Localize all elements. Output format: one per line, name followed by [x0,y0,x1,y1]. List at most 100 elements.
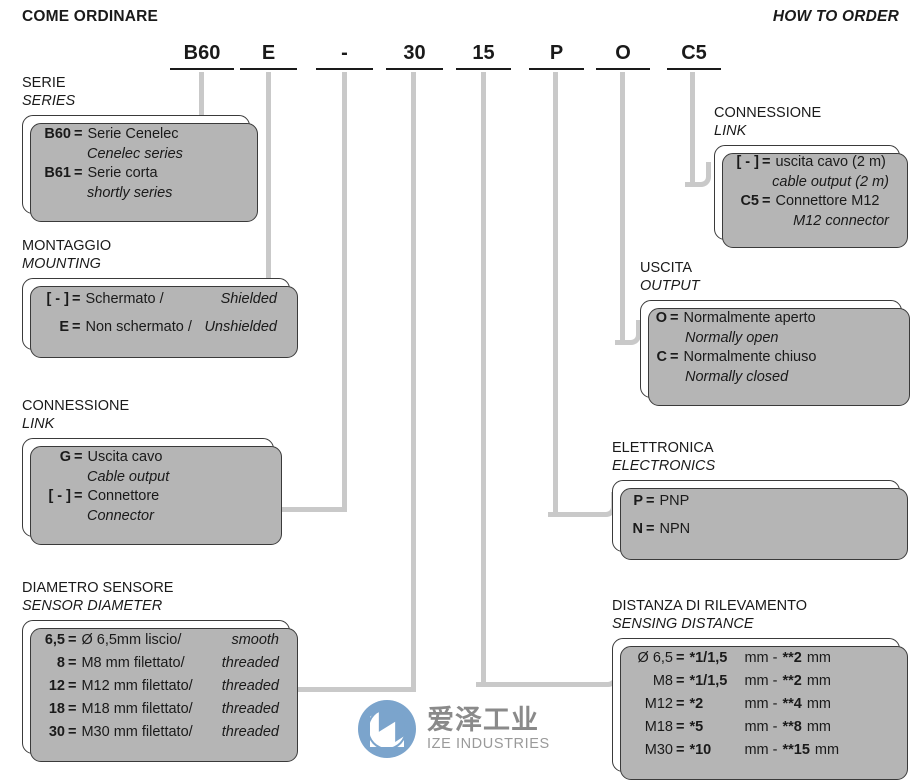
option-equals: = [676,650,685,666]
section-distanza-box: Ø 6,5 = *1/1,5 mm - **2 mm M8 = *1/1,5 m… [612,638,908,780]
option-value-it: Normalmente aperto [683,310,816,326]
option-key: M18 [644,719,673,735]
section-connessione-left: CONNESSIONE LINK G = Uscita cavo Cable o… [22,398,282,545]
option-unit: mm [806,673,832,689]
section-montaggio: MONTAGGIO MOUNTING [ - ] = Schermato / S… [22,238,298,358]
code-cell-electronics: P [529,42,584,70]
option-far-range: **2 [782,650,802,666]
section-uscita-title-it: USCITA [640,260,693,276]
option-equals: = [676,696,685,712]
section-elettronica-caption: ELETTRONICA ELECTRONICS [612,440,900,475]
code-cell-series: B60 [170,42,234,70]
option-unit: mm [806,696,832,712]
section-serie-title-it: SERIE [22,75,66,91]
option-value-en: Normally open [685,329,779,346]
leader-line-output [620,72,625,340]
section-serie-box: B60 = Serie Cenelec Cenelec series B61 =… [22,115,258,222]
section-elettronica-title-it: ELETTRONICA [612,440,714,456]
list-item: M30 = *10 mm - **15 mm [623,739,889,762]
option-value-it: Uscita cavo [87,449,163,465]
list-item: M18 = *5 mm - **8 mm [623,716,889,739]
option-value-it: M12 mm filettato/ [81,678,193,694]
option-equals: = [74,126,83,142]
option-near-range: *5 [689,719,704,735]
section-diametro-sensore-caption: DIAMETRO SENSORE SENSOR DIAMETER [22,580,290,615]
option-value-en: threaded [221,655,279,671]
code-cell-link-left: - [316,42,373,70]
leader-elbow-sensing-distance [476,662,618,687]
list-item: M8 = *1/1,5 mm - **2 mm [623,670,889,693]
option-equals: = [670,349,679,365]
list-item: B60 = Serie Cenelec [35,125,237,145]
option-equals: = [74,488,83,504]
leader-elbow-output [615,320,641,345]
option-value-it: Connettore M12 [775,193,880,209]
option-value-it: Serie Cenelec [87,126,179,142]
list-item: O = Normalmente aperto [653,309,889,329]
option-equals: = [68,632,77,648]
section-diametro-sensore-box: 6,5 = Ø 6,5mm liscio/ smooth 8 = M8 mm f… [22,620,298,762]
list-item: C5 = Connettore M12 [725,192,889,212]
watermark-company-en: IZE INDUSTRIES [427,736,550,752]
option-key: G [59,449,71,465]
option-key: M8 [652,673,673,689]
option-equals: = [74,165,83,181]
section-uscita-caption: USCITA OUTPUT [640,260,902,295]
section-diametro-sensore-title-en: SENSOR DIAMETER [22,597,163,614]
code-cell-sensing-distance: 15 [456,42,511,70]
section-distanza: DISTANZA DI RILEVAMENTO SENSING DISTANCE… [612,598,908,780]
section-diametro-sensore: DIAMETRO SENSORE SENSOR DIAMETER 6,5 = Ø… [22,580,298,762]
list-item: 18 = M18 mm filettato/ threaded [33,698,279,721]
section-connessione-right: CONNESSIONE LINK [ - ] = uscita cavo (2 … [714,105,908,248]
option-equals: = [68,724,77,740]
option-equals: = [762,193,771,209]
list-item: 6,5 = Ø 6,5mm liscio/ smooth [33,629,279,652]
section-connessione-left-title-it: CONNESSIONE [22,398,130,414]
option-value-it: uscita cavo (2 m) [775,154,886,170]
option-key: C [656,349,667,365]
option-value-en: M12 connector [793,212,889,229]
list-item: [ - ] = Schermato / Shielded [35,290,277,310]
option-value-en: threaded [221,701,279,717]
list-item: [ - ] = uscita cavo (2 m) [725,153,889,173]
section-uscita: USCITA OUTPUT O = Normalmente aperto Nor… [640,260,910,406]
list-item: B61 = Serie corta [35,164,237,184]
option-unit: mm - [744,696,778,712]
list-item: Ø 6,5 = *1/1,5 mm - **2 mm [623,647,889,670]
option-equals: = [68,678,77,694]
watermark-company-cn: 爱泽工业 [427,705,539,735]
option-equals: = [74,449,83,465]
leader-line-sensor-diameter [411,72,416,687]
option-near-range: *10 [689,742,712,758]
option-near-range: *1/1,5 [689,673,728,689]
option-value-it: Schermato / [85,291,164,307]
option-value-it: M30 mm filettato/ [81,724,193,740]
option-key: 6,5 [44,632,65,648]
option-value-en: shortly series [87,184,173,201]
option-equals: = [676,673,685,689]
option-value-en: threaded [221,724,279,740]
section-distanza-title-it: DISTANZA DI RILEVAMENTO [612,598,807,614]
option-unit: mm - [744,650,778,666]
option-key: N [632,520,643,537]
section-elettronica-box: P = PNP N = NPN [612,480,908,560]
option-unit: mm [814,742,840,758]
option-equals: = [670,310,679,326]
code-cell-output: O [596,42,650,70]
option-key: B61 [44,165,71,181]
option-unit: mm - [744,742,778,758]
section-distanza-title-en: SENSING DISTANCE [612,615,754,632]
leader-elbow-electronics [548,492,616,517]
section-serie-title-en: SERIES [22,92,76,109]
option-value-it: NPN [659,520,691,537]
list-item: 8 = M8 mm filettato/ threaded [33,652,279,675]
list-item: N = NPN [625,520,887,540]
code-cell-mounting: E [240,42,297,70]
option-equals: = [646,520,655,537]
code-cell-sensor-diameter: 30 [386,42,443,70]
option-value-en: Unshielded [204,318,277,335]
leader-line-sensing-distance [481,72,486,682]
option-key: M12 [644,696,673,712]
option-key: E [59,318,69,335]
option-unit: mm - [744,719,778,735]
